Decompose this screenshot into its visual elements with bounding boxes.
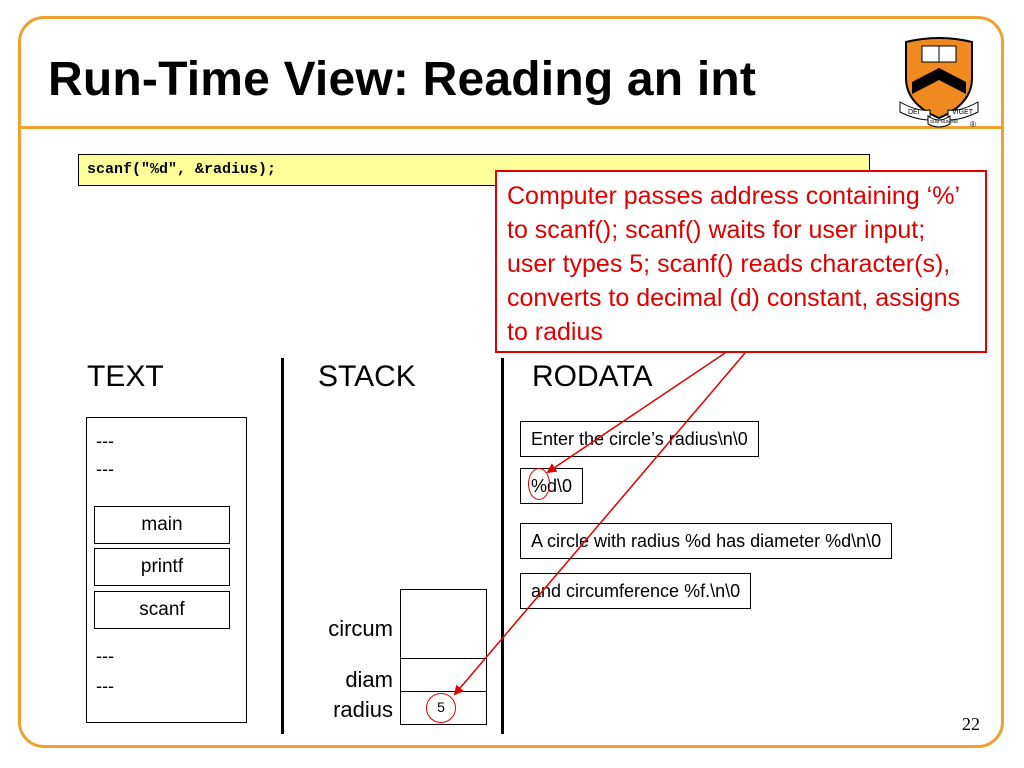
text-bottom-ellipsis: --- — [96, 646, 114, 666]
text-function-main: main — [94, 506, 230, 544]
slide-frame — [18, 16, 1004, 748]
stack-label-radius: radius — [333, 697, 393, 722]
radius-value: 5 — [426, 693, 456, 723]
divider-text-stack — [281, 358, 284, 734]
arrow-callout-to-format — [546, 352, 726, 474]
logo-motto-center: SUB NUMINE — [930, 119, 958, 124]
divider-stack-rodata — [501, 358, 504, 734]
rodata-string-circumference: and circumference %f.\n\0 — [520, 573, 752, 609]
text-top-ellipsis: --- — [96, 459, 114, 479]
slide-title: Run-Time View: Reading an int — [48, 53, 757, 106]
text-bottom-ellipsis: --- — [96, 676, 114, 696]
princeton-shield-logo: DEI SUB NUMINE VIGET ® — [899, 37, 979, 128]
percent-highlight-ring — [528, 468, 550, 500]
title-rule — [18, 126, 1004, 129]
text-function-scanf: scanf — [94, 591, 230, 629]
logo-registered-mark: ® — [970, 120, 976, 128]
page-number: 22 — [962, 714, 980, 734]
arrow-callout-to-radius — [453, 352, 746, 696]
section-heading-text: TEXT — [87, 360, 164, 393]
code-line: scanf("%d", &radius); — [78, 154, 870, 186]
logo-motto-right: VIGET — [952, 109, 974, 116]
rodata-string-prompt: Enter the circle’s radius\n\0 — [520, 421, 759, 457]
section-heading-stack: STACK — [318, 360, 416, 393]
logo-motto-left: DEI — [908, 109, 920, 116]
stack-label-circum: circum — [328, 616, 393, 641]
stack-label-diam: diam — [345, 667, 393, 692]
explanation-callout: Computer passes address containing ‘%’ t… — [495, 170, 987, 353]
text-function-printf: printf — [94, 548, 230, 586]
text-top-ellipsis: --- — [96, 431, 114, 451]
rodata-string-diameter: A circle with radius %d has diameter %d\… — [520, 523, 893, 559]
section-heading-rodata: RODATA — [532, 360, 653, 393]
